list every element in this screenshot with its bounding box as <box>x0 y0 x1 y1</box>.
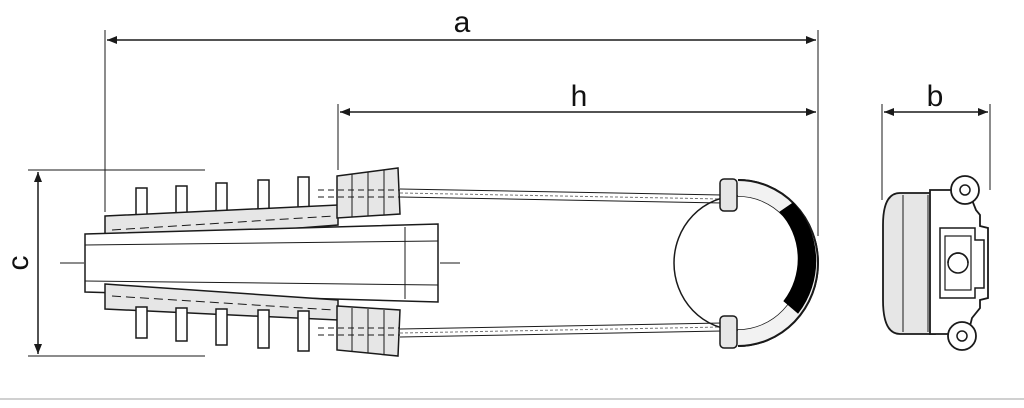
clamp-body <box>60 167 460 357</box>
upper-ferrule <box>719 178 738 212</box>
dimension-a: a <box>104 6 819 236</box>
dimension-c: c <box>2 169 205 357</box>
dimension-a-label: a <box>454 6 471 39</box>
upper-end-block <box>318 167 401 219</box>
dimension-h: h <box>337 80 816 170</box>
lower-end-block <box>318 305 401 357</box>
dimension-c-label: c <box>2 256 35 271</box>
dimension-b: b <box>881 80 991 200</box>
dimension-h-label: h <box>571 80 588 113</box>
protective-band <box>779 202 817 314</box>
end-view <box>882 175 989 351</box>
lower-fins <box>135 306 310 352</box>
cable-loop <box>399 178 819 349</box>
dimension-b-label: b <box>927 80 944 113</box>
lower-ferrule <box>719 315 738 349</box>
bottom-eye <box>947 321 977 351</box>
top-eye <box>950 175 980 205</box>
